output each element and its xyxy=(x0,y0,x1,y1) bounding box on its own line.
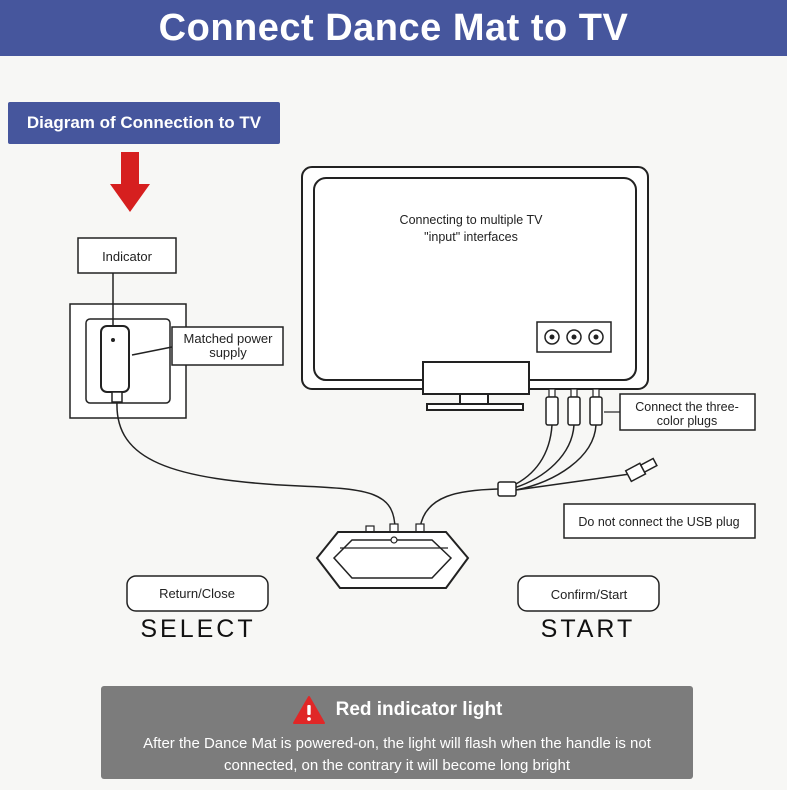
tv-text-line1: Connecting to multiple TV xyxy=(400,213,544,227)
rca-plugs xyxy=(511,388,603,491)
indicator-label: Indicator xyxy=(102,249,153,264)
usb-label-box xyxy=(563,503,756,539)
indicator-label-box xyxy=(77,237,177,274)
confirm-start-button[interactable] xyxy=(517,575,660,612)
header-banner: Connect Dance Mat to TV xyxy=(0,0,787,56)
diagram-section-label: Diagram of Connection to TV xyxy=(8,102,280,144)
notice-title-row: Red indicator light xyxy=(101,695,693,725)
confirm-start-label: Confirm/Start xyxy=(551,587,628,602)
warning-triangle-icon xyxy=(292,696,325,724)
usb-label: Do not connect the USB plug xyxy=(578,515,739,529)
plugs-label-line1: Connect the three- xyxy=(635,400,739,414)
power-supply-label-box xyxy=(171,326,284,366)
tv xyxy=(301,166,649,411)
usb-plug xyxy=(515,457,658,491)
tv-input-ports xyxy=(536,321,612,353)
dance-mat-console xyxy=(315,523,470,589)
return-close-label: Return/Close xyxy=(159,586,235,601)
red-indicator-notice: Red indicator light After the Dance Mat … xyxy=(101,686,693,779)
power-supply-label-line2: supply xyxy=(209,345,247,360)
power-cable xyxy=(116,401,396,531)
tv-text-line2: "input" interfaces xyxy=(424,230,518,244)
notice-title: Red indicator light xyxy=(335,699,503,720)
cable-junction xyxy=(419,481,517,529)
plugs-label-box xyxy=(619,393,756,431)
power-adapter xyxy=(100,273,173,403)
notice-text: After the Dance Mat is powered-on, the l… xyxy=(143,735,651,774)
select-label: SELECT xyxy=(140,615,255,643)
plugs-label-line2: color plugs xyxy=(657,414,717,428)
power-supply-label-line1: Matched power xyxy=(184,331,274,346)
start-label: START xyxy=(541,615,636,643)
down-arrow-icon xyxy=(110,152,150,212)
return-close-button[interactable] xyxy=(126,575,269,612)
page-title: Connect Dance Mat to TV xyxy=(158,6,629,49)
